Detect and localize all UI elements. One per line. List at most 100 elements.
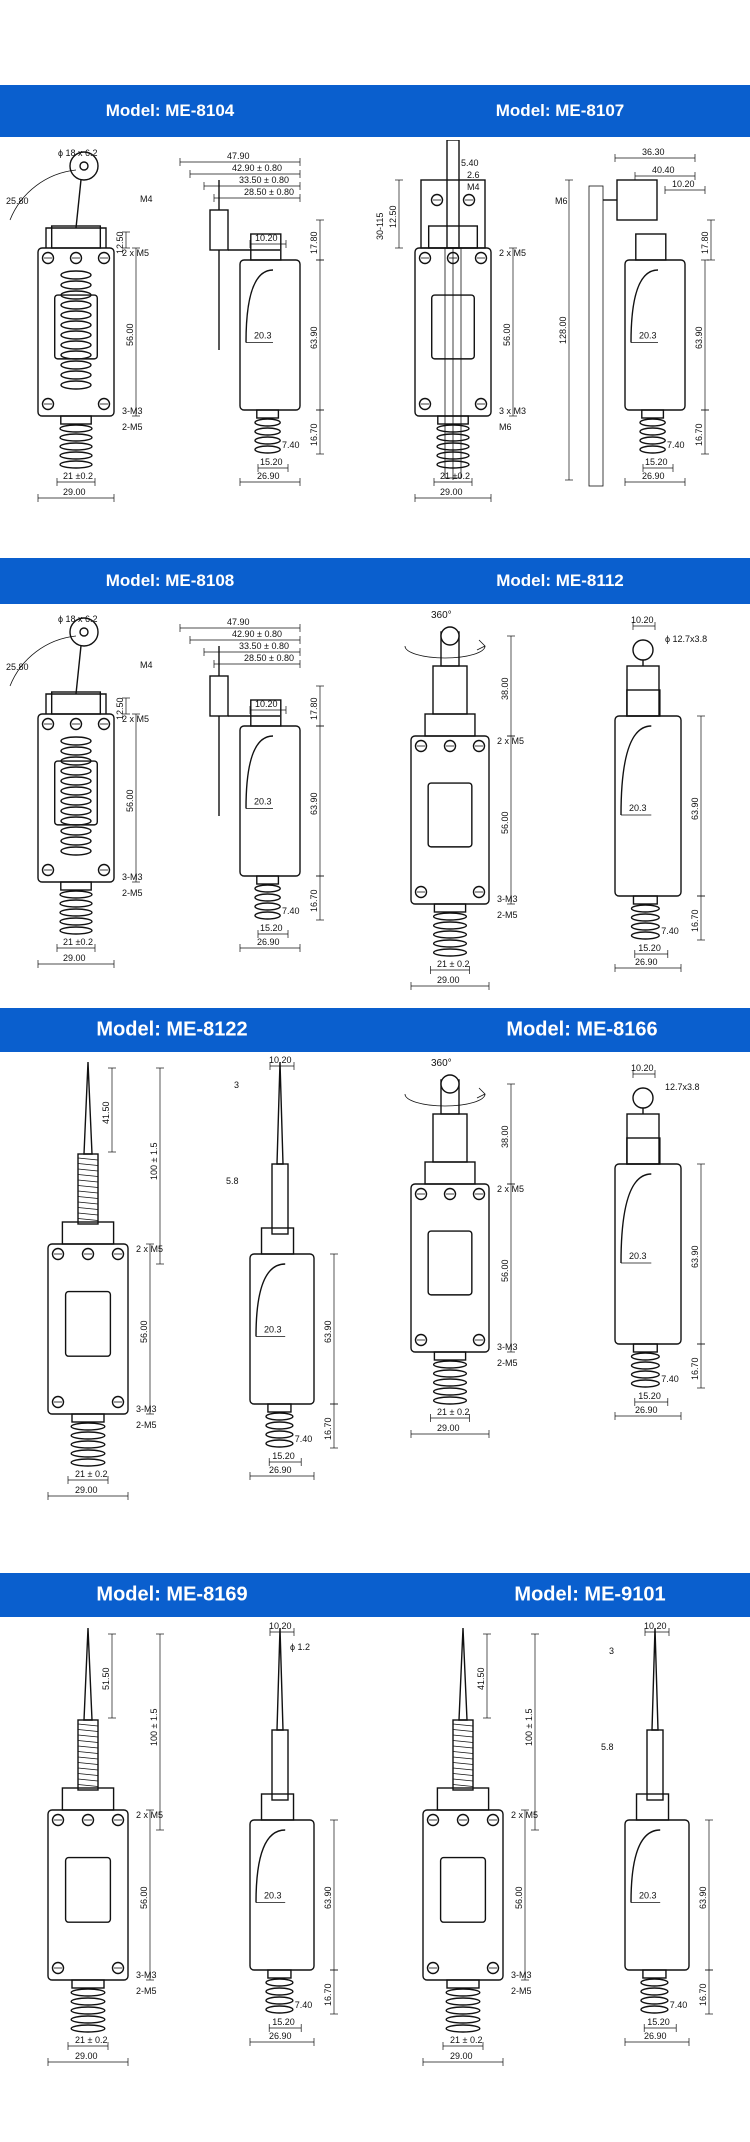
- dim-label-r-h2: 63.90: [323, 1320, 333, 1343]
- dim-label-roller: ϕ 1.2: [290, 1642, 310, 1652]
- dim-label-r-h3: 16.70: [309, 423, 319, 446]
- side-head: [250, 233, 282, 261]
- bellows-ring: [59, 917, 93, 926]
- screw-icon: [472, 1187, 486, 1201]
- bellows-ring: [265, 2005, 294, 2014]
- dim-label-m5: 2 x M5: [122, 714, 149, 724]
- bellows-ring: [432, 912, 468, 921]
- coil-turn: [77, 1762, 99, 1765]
- side-head: [250, 699, 282, 727]
- bellows-ring: [445, 2006, 481, 2015]
- dim-label-w-base: 21 ±0.2: [63, 937, 93, 947]
- dim-label-r-d3: 15.20: [272, 2017, 295, 2027]
- bellows-ring: [639, 427, 666, 436]
- dim-label-d-top: 10.20: [269, 1055, 292, 1065]
- dim-label-m5b: 2-M5: [136, 1986, 157, 1996]
- dim-label-r-w: 26.90: [635, 1405, 658, 1415]
- screw-icon: [111, 1961, 125, 1975]
- dim-label-m5: 2 x M5: [136, 1810, 163, 1820]
- dim-label-r-d2: 7.40: [661, 926, 679, 936]
- body-contour: [255, 1263, 286, 1337]
- side-gland: [642, 1969, 667, 1979]
- dim-label-roller: ϕ 18 x 6.2: [58, 614, 98, 624]
- dim-label-h1: 38.00: [500, 677, 510, 700]
- dim-label-r-w: 26.90: [644, 2031, 667, 2041]
- screw-icon: [51, 1961, 65, 1975]
- dim-label-roller: ϕ 18 x 6.2: [58, 148, 98, 158]
- screw-icon: [51, 1813, 65, 1827]
- bellows-ring: [60, 746, 92, 756]
- roller-hub: [79, 161, 89, 171]
- bellows-ring: [60, 310, 92, 320]
- dim-label-r-w: 26.90: [269, 2031, 292, 2041]
- screw-icon: [51, 1395, 65, 1409]
- dim-label-d-top: 10.20: [631, 615, 654, 625]
- dim-label-r-d1: 20.3: [639, 1891, 657, 1901]
- switch-body-front: [37, 247, 115, 417]
- rotation-arrowhead: [476, 1087, 486, 1099]
- coil-turn: [452, 1773, 474, 1776]
- bellows-ring: [639, 418, 666, 427]
- coil-turn: [77, 1174, 99, 1177]
- dim-label-r-h3: 16.70: [323, 1417, 333, 1440]
- dim-label-r-h2: 63.90: [694, 326, 704, 349]
- dim-label-w-base: 21 ± 0.2: [75, 1469, 107, 1479]
- dim-label-r-h2: 63.90: [698, 1886, 708, 1909]
- dim-label-h2: 56.00: [139, 1320, 149, 1343]
- dim-label-rot: 360°: [431, 1058, 452, 1069]
- coil-turn: [452, 1778, 474, 1782]
- dim-label-d3: 5.40: [461, 158, 479, 168]
- dim-label-d-top: 10.20: [255, 699, 278, 709]
- dim-label-r-d1: 20.3: [629, 803, 647, 813]
- coil-turn: [77, 1767, 99, 1771]
- bellows-ring: [640, 2005, 669, 2014]
- plunger-collar: [432, 665, 468, 715]
- gland-nut: [71, 1979, 105, 1989]
- dim-label-r-d1: 20.3: [264, 1891, 282, 1901]
- plunger-rod: [446, 140, 460, 249]
- bellows-ring: [59, 451, 93, 460]
- dim-label-d-top: 10.20: [631, 1063, 654, 1073]
- bellows-ring: [70, 1997, 106, 2006]
- dim-label-m5b: 2-M5: [497, 910, 518, 920]
- bellows-ring: [630, 904, 660, 913]
- bellows-ring: [60, 836, 92, 846]
- dim-label-d1: 42.90 ± 0.80: [232, 629, 282, 639]
- screw-icon: [69, 717, 83, 731]
- switch-body-front: [47, 1809, 129, 1981]
- side-head: [626, 1137, 661, 1165]
- coil-turn: [452, 1729, 474, 1732]
- screw-icon: [414, 1333, 428, 1347]
- bellows-ring: [432, 1396, 468, 1405]
- dim-label-d2: 33.50 ± 0.80: [239, 641, 289, 651]
- dim-label-r-d2: 7.40: [667, 440, 685, 450]
- dim-label-w-base: 21 ± 0.2: [75, 2035, 107, 2045]
- coil-turn: [77, 1745, 99, 1749]
- coil-turn: [452, 1723, 474, 1727]
- bellows-ring: [60, 776, 92, 786]
- coil-turn: [77, 1778, 99, 1782]
- side-spring: [271, 1729, 289, 1801]
- bellows-ring: [60, 846, 92, 856]
- dim-label-d3: 3: [609, 1646, 614, 1656]
- screw-icon: [474, 251, 488, 265]
- screw-icon: [97, 863, 111, 877]
- coil-turn: [77, 1196, 99, 1199]
- dim-label-r-h2: 63.90: [309, 326, 319, 349]
- switch-body-side: [624, 1819, 690, 1971]
- dim-label-r-d2: 7.40: [670, 2000, 688, 2010]
- bellows-ring: [432, 921, 468, 930]
- screw-icon: [456, 1813, 470, 1827]
- bellows-ring: [60, 736, 92, 746]
- side-spring: [271, 1163, 289, 1235]
- bellows-ring: [70, 1458, 106, 1467]
- bellows-ring: [60, 360, 92, 370]
- switch-body-side: [614, 715, 682, 897]
- dim-label-r-h2: 63.90: [690, 1245, 700, 1268]
- bellows-ring: [254, 893, 281, 902]
